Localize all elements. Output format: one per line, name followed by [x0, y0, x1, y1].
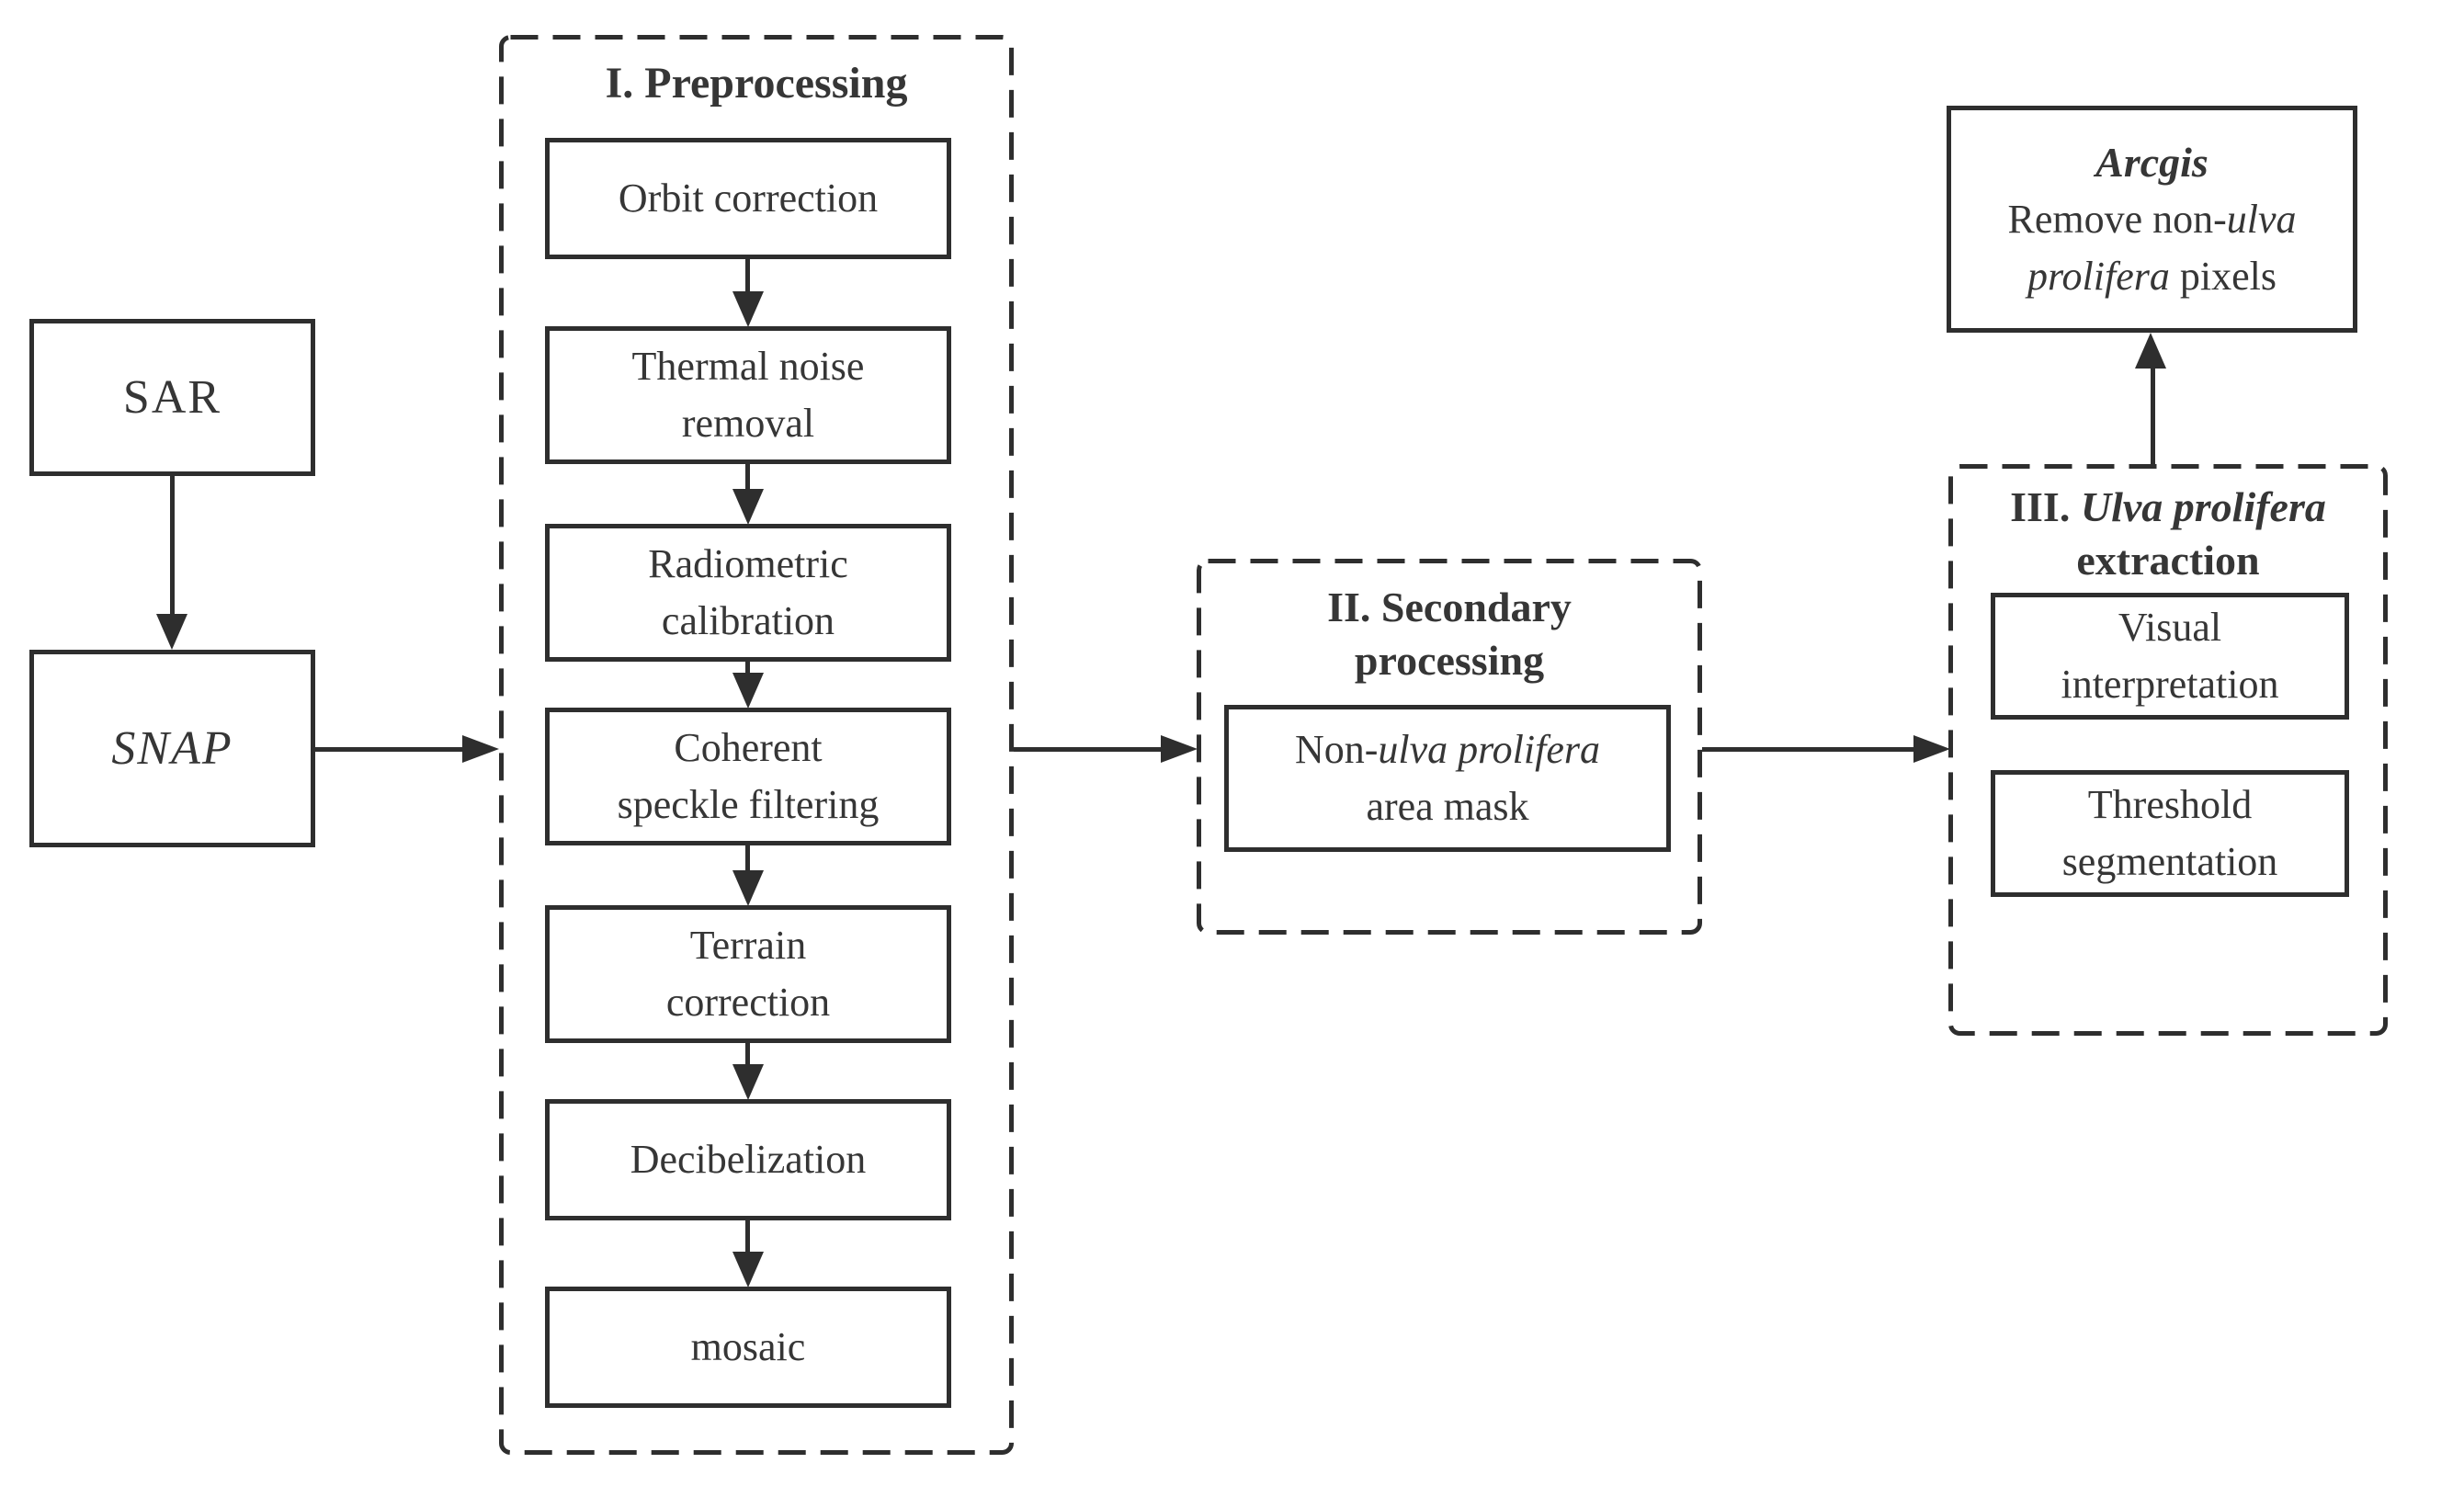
step-terrain-correction: Terrain correction	[545, 905, 951, 1043]
non-ulva-area-mask-box: Non-ulva prolifera area mask	[1224, 705, 1671, 852]
arcgis-box: Arcgis Remove non-ulva prolifera pixels	[1947, 106, 2357, 333]
secondary-container	[1197, 559, 1702, 935]
arrow-step2-step3-head	[732, 489, 764, 525]
threshold-segmentation-box: Threshold segmentation	[1991, 770, 2349, 897]
arcgis-label: Arcgis	[2095, 138, 2209, 186]
arrow-extraction-to-arcgis-line	[2151, 366, 2155, 465]
arrow-sar-to-snap-line	[170, 476, 175, 616]
secondary-title: II. Secondary processing	[1327, 584, 1572, 684]
arrow-step3-step4-line	[745, 662, 750, 674]
arrow-step6-step7-line	[745, 1220, 750, 1253]
preprocessing-title: I. Preprocessing	[605, 59, 908, 108]
extraction-title: III. Ulva prolifera extraction	[1958, 481, 2379, 587]
step-thermal-noise-removal: Thermal noise removal	[545, 326, 951, 464]
arcgis-line3-regular: pixels	[2169, 253, 2277, 299]
step-decibelization: Decibelization	[545, 1099, 951, 1220]
arrow-sar-to-snap-head	[156, 614, 187, 650]
arrow-step4-step5-head	[732, 870, 764, 906]
arrow-extraction-to-arcgis-head	[2135, 333, 2166, 369]
arrow-step5-step6-line	[745, 1043, 750, 1065]
arrow-step4-step5-line	[745, 845, 750, 871]
arrow-step2-step3-line	[745, 464, 750, 491]
arrow-step6-step7-head	[732, 1252, 764, 1287]
step-radiometric-calibration: Radiometric calibration	[545, 524, 951, 662]
arcgis-line3-italic: prolifera	[2027, 253, 2170, 299]
extraction-title-italic: Ulva prolifera	[2080, 483, 2326, 530]
arrow-step5-step6-head	[732, 1064, 764, 1100]
step-coherent-speckle-filtering: Coherent speckle filtering	[545, 708, 951, 845]
arrow-secondary-to-extraction-head	[1913, 735, 1950, 763]
arcgis-line2-regular: Remove non-	[2007, 196, 2227, 242]
preprocessing-container	[499, 35, 1014, 1455]
step-mosaic: mosaic	[545, 1287, 951, 1408]
arrow-preprocessing-to-secondary-line	[1014, 747, 1163, 752]
mask-text-regular: Non-	[1294, 727, 1379, 772]
arrow-step1-step2-head	[732, 291, 764, 327]
snap-label: SNAP	[111, 721, 233, 775]
sar-box: SAR	[29, 319, 315, 476]
arrow-step3-step4-head	[732, 673, 764, 709]
extraction-title-prefix: III.	[2010, 483, 2081, 530]
extraction-title-line2: extraction	[2076, 537, 2260, 584]
arrow-secondary-to-extraction-line	[1702, 747, 1915, 752]
step-orbit-correction: Orbit correction	[545, 138, 951, 259]
arrow-preprocessing-to-secondary-head	[1161, 735, 1198, 763]
arrow-snap-to-preprocessing-head	[462, 735, 499, 763]
mask-text-line2: area mask	[1366, 784, 1529, 829]
arrow-snap-to-preprocessing-line	[315, 747, 464, 752]
snap-box: SNAP	[29, 650, 315, 847]
arcgis-line2-italic: ulva	[2226, 196, 2297, 242]
sar-label: SAR	[122, 370, 222, 424]
mask-text-italic: ulva prolifera	[1378, 727, 1600, 772]
visual-interpretation-box: Visual interpretation	[1991, 593, 2349, 720]
extraction-container	[1948, 464, 2388, 1036]
arrow-step1-step2-line	[745, 259, 750, 293]
